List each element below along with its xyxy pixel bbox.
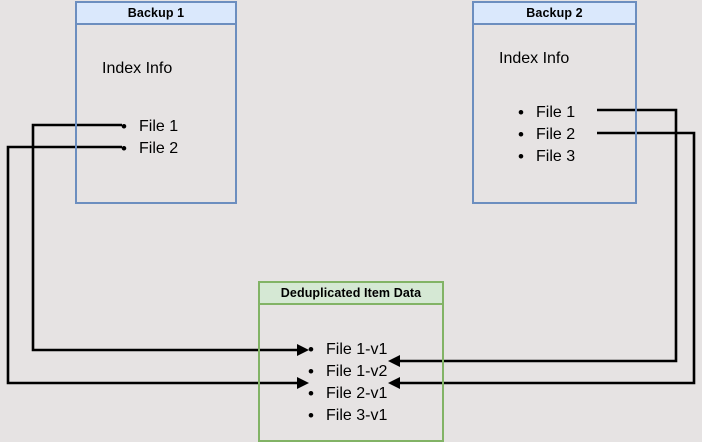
backup-2-subtitle: Index Info [499, 50, 570, 67]
backup-2-box[interactable]: Backup 2 Index Info File 1 File 2 File 3 [472, 1, 637, 204]
backup-1-file-list: File 1 File 2 [121, 116, 178, 160]
list-item[interactable]: File 1-v1 [308, 339, 387, 361]
list-item[interactable]: File 3-v1 [308, 405, 387, 427]
dedup-item-list: File 1-v1 File 1-v2 File 2-v1 File 3-v1 [308, 339, 387, 427]
list-item[interactable]: File 2 [518, 124, 575, 146]
list-item[interactable]: File 1 [121, 116, 178, 138]
list-item[interactable]: File 3 [518, 146, 575, 168]
backup-1-header: Backup 1 [77, 3, 235, 25]
deduplicated-item-data-header: Deduplicated Item Data [260, 283, 442, 305]
list-item[interactable]: File 2 [121, 138, 178, 160]
list-item[interactable]: File 1 [518, 102, 575, 124]
deduplicated-item-data-box[interactable]: Deduplicated Item Data File 1-v1 File 1-… [258, 281, 444, 442]
backup-1-subtitle: Index Info [102, 60, 173, 77]
backup-2-file-list: File 1 File 2 File 3 [518, 102, 575, 168]
backup-1-box[interactable]: Backup 1 Index Info File 1 File 2 [75, 1, 237, 204]
backup-2-header: Backup 2 [474, 3, 635, 25]
list-item[interactable]: File 1-v2 [308, 361, 387, 383]
list-item[interactable]: File 2-v1 [308, 383, 387, 405]
